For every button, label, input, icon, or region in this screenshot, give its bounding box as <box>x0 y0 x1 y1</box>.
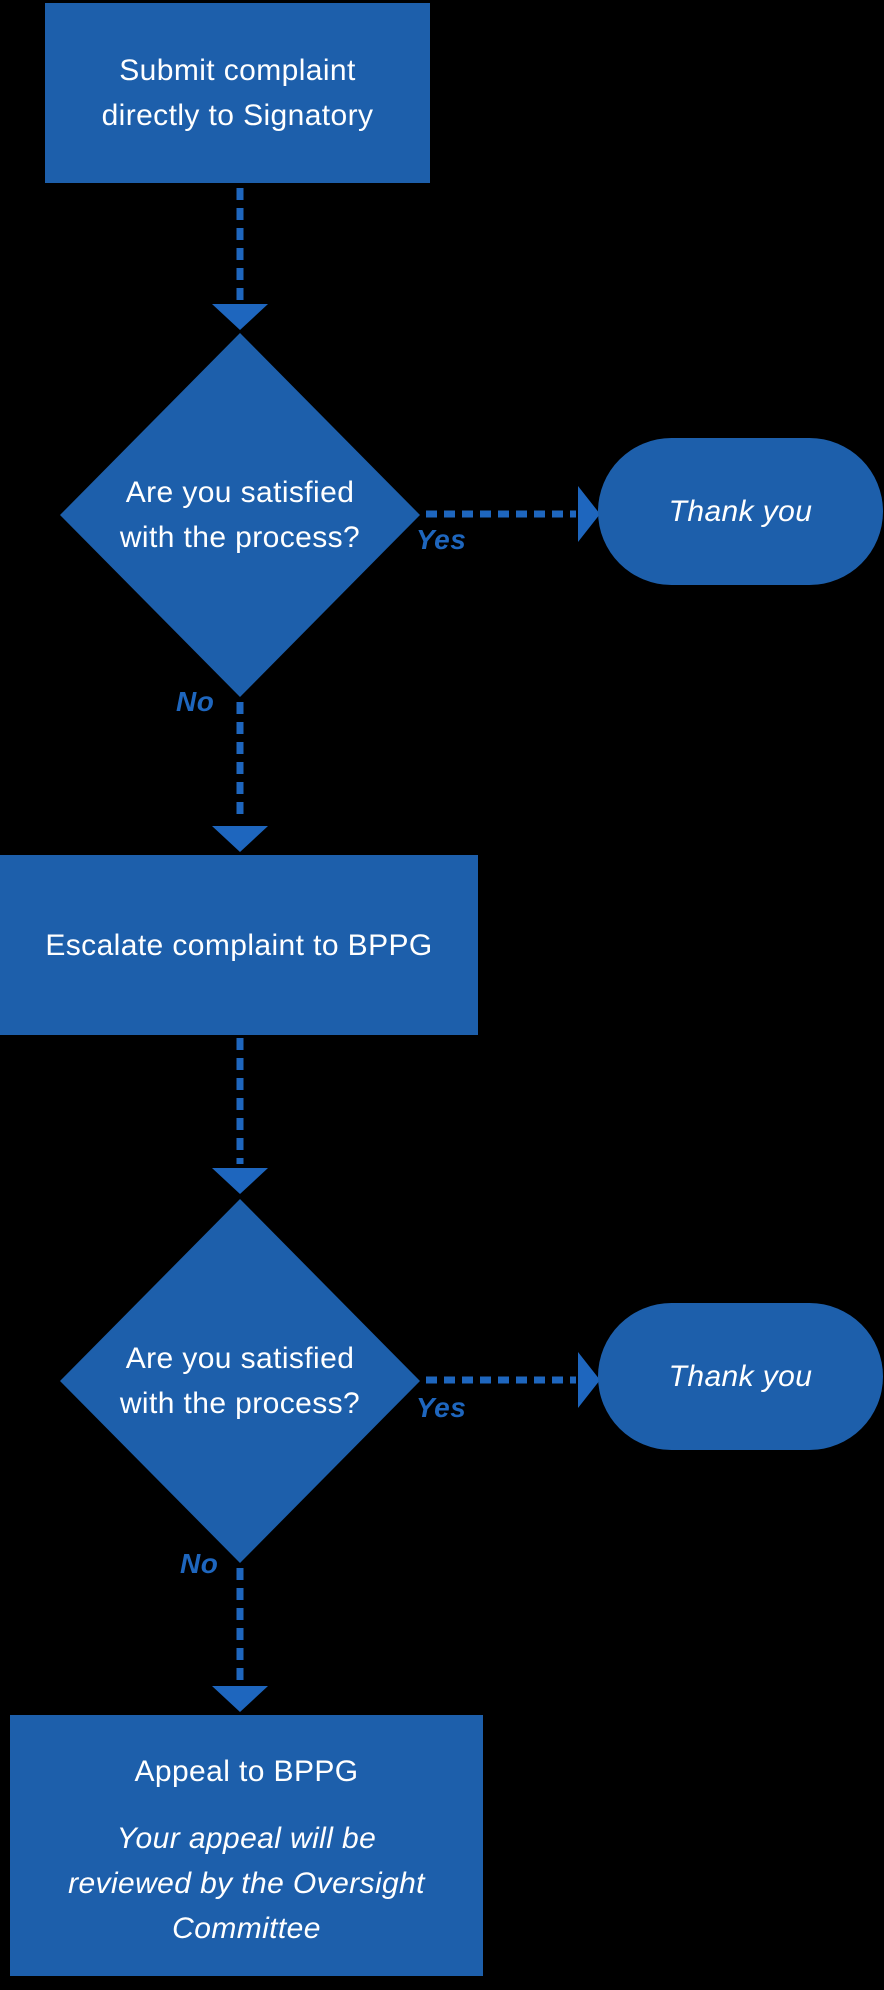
arrowhead-down-icon-1 <box>212 304 268 330</box>
start-node: Submit complaint directly to Signatory <box>45 3 430 183</box>
escalate-node-label: Escalate complaint to BPPG <box>45 928 433 962</box>
decision-1-diamond <box>60 333 420 697</box>
decision-2-node: Are you satisfied with the process? <box>60 1321 420 1441</box>
decision-2-label: Are you satisfied with the process? <box>119 1342 361 1420</box>
decision-1-label: Are you satisfied with the process? <box>119 476 361 554</box>
yes-label-1: Yes <box>416 524 467 555</box>
start-node-label: Submit complaint directly to Signatory <box>101 54 374 132</box>
no-label-2: No <box>180 1548 219 1579</box>
no-label-1: No <box>176 686 215 717</box>
yes-label-2: Yes <box>416 1392 467 1423</box>
arrowhead-down-icon-2 <box>212 826 268 852</box>
arrowhead-right-icon-1 <box>578 486 600 542</box>
decision-2-diamond <box>60 1199 420 1563</box>
thank-you-label-2: Thank you <box>668 1360 813 1393</box>
thank-you-node-1: Thank you <box>598 438 883 585</box>
arrowhead-down-icon-4 <box>212 1686 268 1712</box>
appeal-node: Appeal to BPPG Your appeal will be revie… <box>10 1715 483 1976</box>
escalate-node: Escalate complaint to BPPG <box>0 855 478 1035</box>
thank-you-label-1: Thank you <box>668 495 813 528</box>
appeal-node-title: Appeal to BPPG <box>134 1754 359 1788</box>
thank-you-node-2: Thank you <box>598 1303 883 1450</box>
appeal-node-body: Your appeal will be reviewed by the Over… <box>68 1821 425 1945</box>
arrowhead-down-icon-3 <box>212 1168 268 1194</box>
decision-1-node: Are you satisfied with the process? <box>60 455 420 575</box>
arrowhead-right-icon-2 <box>578 1352 600 1408</box>
